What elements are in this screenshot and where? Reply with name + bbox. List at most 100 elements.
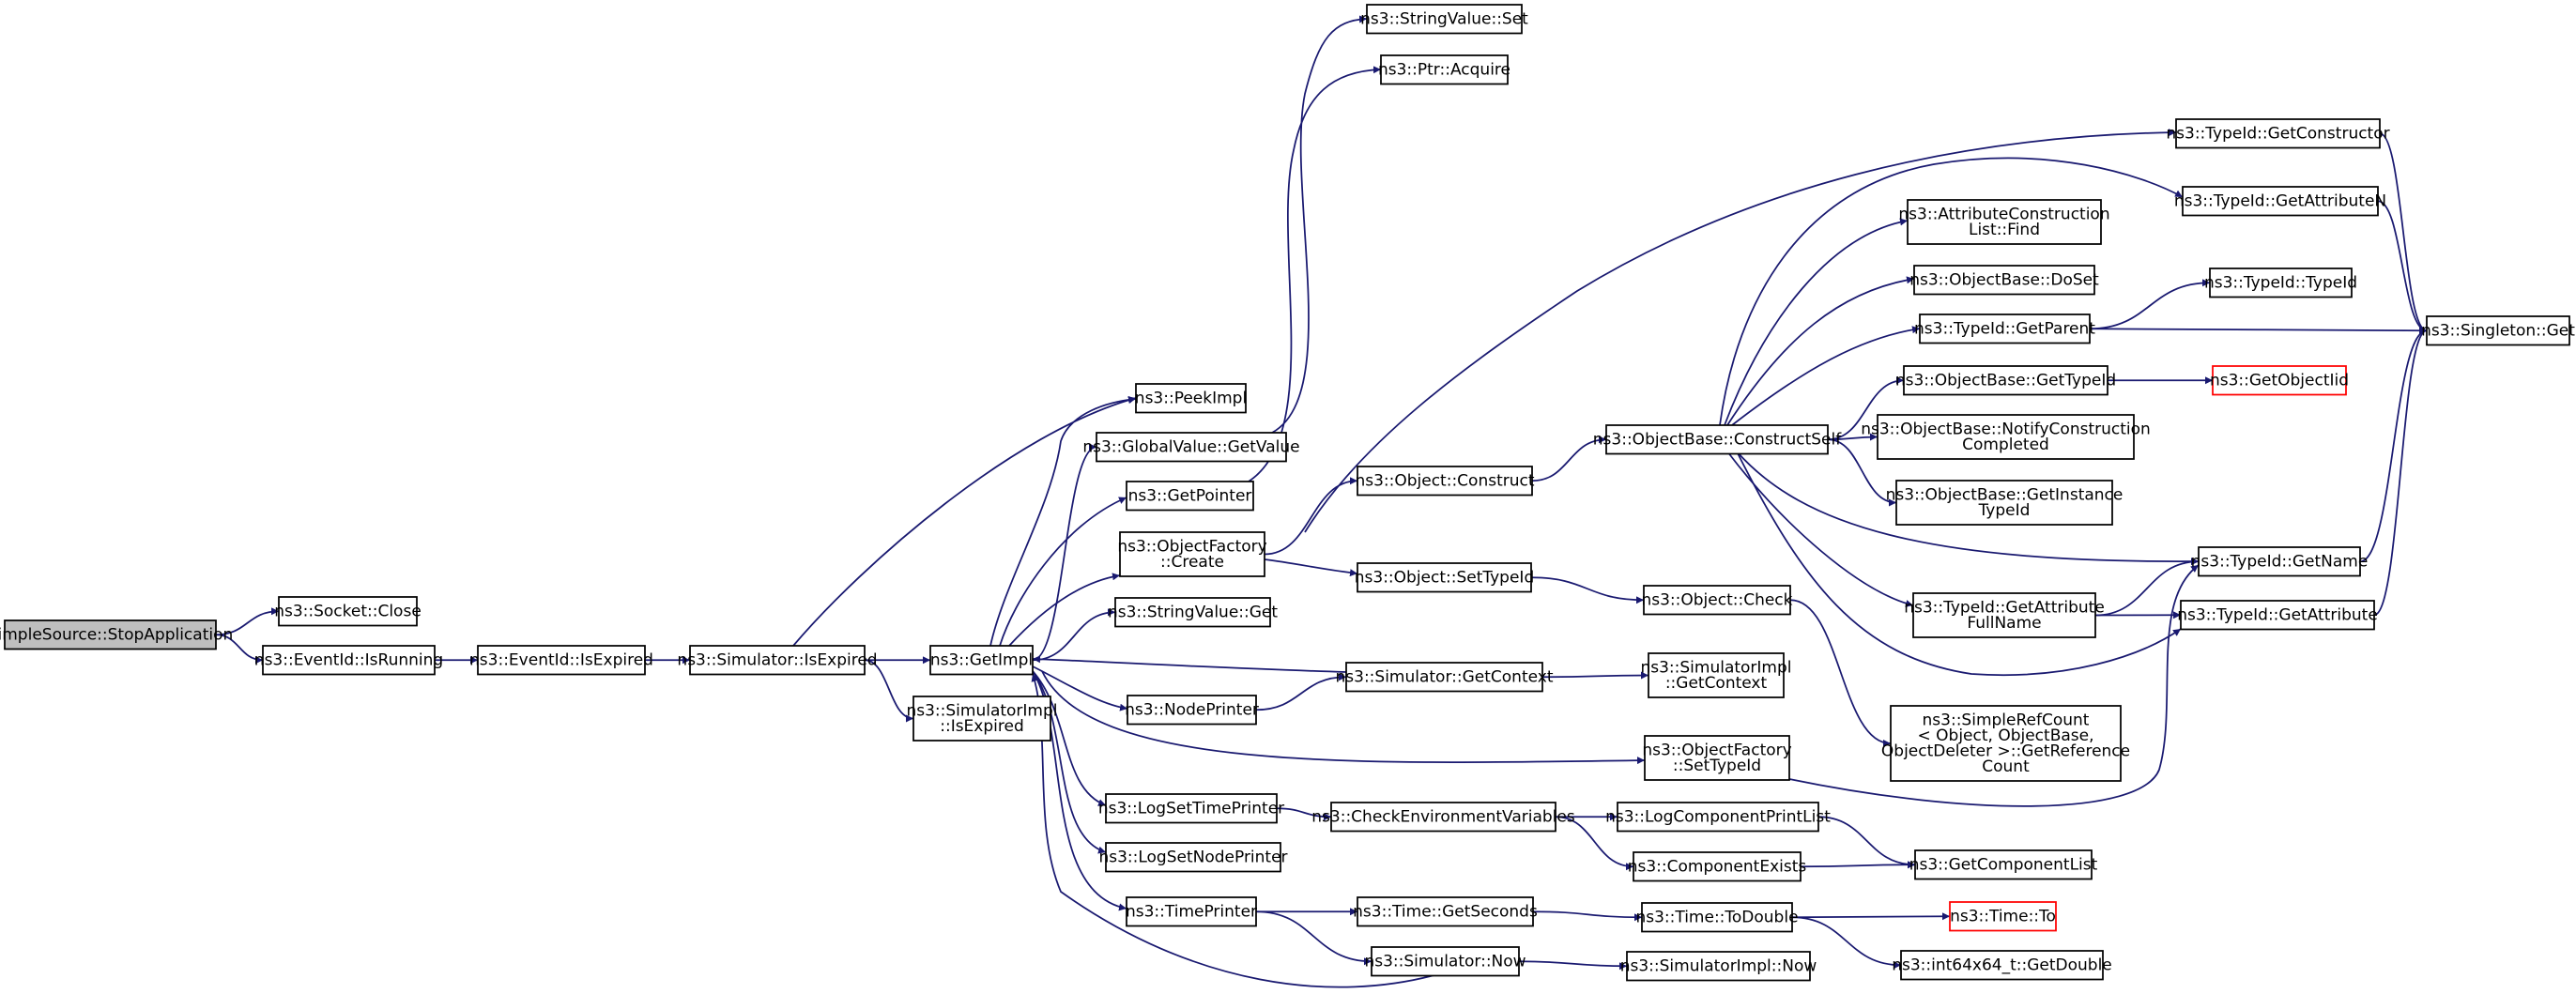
call-edge-sim_isexpired-to-peekimpl xyxy=(792,396,1137,647)
function-node-simplerefcount[interactable]: ns3::SimpleRefCount< Object, ObjectBase,… xyxy=(1881,705,2130,782)
node-box xyxy=(1644,735,1790,781)
node-box xyxy=(1127,695,1257,726)
function-node-ptr-acquire[interactable]: ns3::Ptr::Acquire xyxy=(1378,54,1510,85)
call-edge-objbase_constructself-to-typeid_getparent xyxy=(1731,326,1921,426)
function-node-timeprinter[interactable]: ns3::TimePrinter xyxy=(1126,896,1257,927)
function-node-objbase-notify[interactable]: ns3::ObjectBase::NotifyConstructionCompl… xyxy=(1861,414,2151,460)
call-edge-sim_now-to-getimpl xyxy=(1031,673,1442,988)
function-node-nodeprinter[interactable]: ns3::NodePrinter xyxy=(1125,695,1259,726)
call-edge-objfactory_settypeid-to-typeid_getname xyxy=(1788,564,2200,807)
function-node-logcomponentprintlist[interactable]: ns3::LogComponentPrintList xyxy=(1605,802,1831,833)
function-node-getpointer[interactable]: ns3::GetPointer xyxy=(1126,481,1254,512)
function-node-stringvalue-set[interactable]: ns3::StringValue::Set xyxy=(1360,4,1528,35)
node-box xyxy=(689,645,866,676)
node-label-line: ns3::GetImpl xyxy=(930,651,1033,670)
node-box xyxy=(1096,432,1287,463)
call-edge-objbase_constructself-to-attrconstructionlist_find xyxy=(1724,218,1909,426)
function-node-object-check[interactable]: ns3::Object::Check xyxy=(1641,585,1793,616)
call-edge-objbase_constructself-to-typeid_getname xyxy=(1736,451,2200,566)
node-box xyxy=(1605,424,1829,455)
function-node-simimpl-getcontext[interactable]: ns3::SimulatorImpl::GetContext xyxy=(1640,652,1792,698)
function-node-time-to[interactable]: ns3::Time::To xyxy=(1949,901,2057,932)
call-edge-objbase_constructself-to-objbase_doset xyxy=(1726,276,1915,426)
function-node-eid-isexpired[interactable]: ns3::EventId::IsExpired xyxy=(469,645,653,676)
node-label-line: ns3::ObjectBase::DoSet xyxy=(1909,271,2099,290)
function-node-close[interactable]: ns3::Socket::Close xyxy=(274,596,422,627)
function-node-time-getseconds[interactable]: ns3::Time::GetSeconds xyxy=(1353,896,1538,927)
node-label-line: ns3::Socket::Close xyxy=(274,603,422,621)
node-label-line: ns3::Ptr::Acquire xyxy=(1378,61,1510,80)
function-node-singleton-get[interactable]: ns3::Singleton::Get xyxy=(2421,315,2575,346)
node-box xyxy=(1890,705,2122,782)
node-box xyxy=(1912,592,2096,638)
call-edge-objfactory_create-to-typeid_getconstructor xyxy=(1304,129,2177,533)
function-node-checkenv[interactable]: ns3::CheckEnvironmentVariables xyxy=(1311,802,1575,833)
function-node-getimpl[interactable]: ns3::GetImpl xyxy=(929,645,1034,676)
function-node-typeid-getconstructor[interactable]: ns3::TypeId::GetConstructor xyxy=(2166,118,2390,149)
function-node-sim-isexpired[interactable]: ns3::Simulator::IsExpired xyxy=(677,645,878,676)
function-node-simimpl-now[interactable]: ns3::SimulatorImpl::Now xyxy=(1620,951,1817,982)
node-box xyxy=(1126,896,1257,927)
function-node-peekimpl[interactable]: ns3::PeekImpl xyxy=(1135,383,1247,414)
function-node-objbase-constructself[interactable]: ns3::ObjectBase::ConstructSelf xyxy=(1593,424,1842,455)
function-node-objbase-gettypeid[interactable]: ns3::ObjectBase::GetTypeId xyxy=(1895,365,2116,396)
function-node-typeid-getattribute[interactable]: ns3::TypeId::GetAttribute xyxy=(2177,600,2378,631)
function-node-componentexists[interactable]: ns3::ComponentExists xyxy=(1628,851,1807,882)
node-box xyxy=(1114,597,1271,628)
node-label-line: ns3::int64x64_t::GetDouble xyxy=(1892,956,2112,975)
function-node-getobjectiid[interactable]: ns3::GetObjectIid xyxy=(2210,365,2349,396)
function-node-object-construct[interactable]: ns3::Object::Construct xyxy=(1355,466,1535,497)
node-label-line: ::IsExpired xyxy=(940,717,1024,736)
function-node-typeid-typeid[interactable]: ns3::TypeId::TypeId xyxy=(2204,268,2357,298)
call-edge-getimpl-to-nodeprinter xyxy=(1032,665,1128,711)
call-edge-logsettimeprinter-to-checkenv xyxy=(1276,807,1332,821)
function-node-getcomponentlist[interactable]: ns3::GetComponentList xyxy=(1909,849,2098,880)
node-label-line: ns3::EventId::IsExpired xyxy=(469,651,653,670)
node-box xyxy=(1949,901,2057,932)
function-node-simimpl-isexpired[interactable]: ns3::SimulatorImpl::IsExpired xyxy=(906,696,1058,742)
call-edge-nodeprinter-to-sim_getcontext xyxy=(1255,673,1347,711)
call-edge-globalvalue_getvalue-to-stringvalue_set xyxy=(1271,15,1368,434)
node-label-line: ns3::Time::GetSeconds xyxy=(1353,903,1538,922)
function-node-sim-getcontext[interactable]: ns3::Simulator::GetContext xyxy=(1336,662,1554,693)
node-label-line: ns3::ObjectBase::GetInstance xyxy=(1886,486,2124,505)
node-label-line: ns3::PeekImpl xyxy=(1135,390,1247,408)
node-box xyxy=(2182,186,2379,217)
node-label-line: ns3::GlobalValue::GetValue xyxy=(1082,438,1299,457)
call-edge-logcomponentprintlist-to-getcomponentlist xyxy=(1817,816,1916,869)
node-box xyxy=(2175,118,2381,149)
function-node-typeid-getparent[interactable]: ns3::TypeId::GetParent xyxy=(1914,313,2095,344)
node-box xyxy=(1907,199,2102,245)
function-node-objbase-doset[interactable]: ns3::ObjectBase::DoSet xyxy=(1909,265,2099,296)
function-node-logsettimeprinter[interactable]: ns3::LogSetTimePrinter xyxy=(1098,793,1284,824)
call-edge-stop-to-isrunning xyxy=(215,634,264,665)
node-label-line: ns3::ComponentExists xyxy=(1628,858,1807,877)
function-node-time-todouble[interactable]: ns3::Time::ToDouble xyxy=(1635,902,1799,933)
call-edge-stop-to-close xyxy=(215,607,280,636)
function-node-typeid-getattributen[interactable]: ns3::TypeId::GetAttributeN xyxy=(2174,186,2386,217)
function-node-stop[interactable]: SimpleSource::StopApplication xyxy=(0,619,233,650)
call-edge-typeid_getattributefullname-to-typeid_getname xyxy=(2094,558,2200,617)
function-node-typeid-getname[interactable]: ns3::TypeId::GetName xyxy=(2191,546,2369,577)
function-nodes: SimpleSource::StopApplication ns3::Socket… xyxy=(0,4,2575,982)
function-node-objfactory-settypeid[interactable]: ns3::ObjectFactory::SetTypeId xyxy=(1642,735,1792,781)
function-node-globalvalue-getvalue[interactable]: ns3::GlobalValue::GetValue xyxy=(1082,432,1300,463)
function-node-object-settypeid[interactable]: ns3::Object::SetTypeId xyxy=(1355,562,1535,593)
call-edge-sim_getcontext-to-getimpl xyxy=(1032,655,1347,673)
call-edge-object_construct-to-objbase_constructself xyxy=(1531,436,1607,482)
node-box xyxy=(1345,662,1543,693)
function-node-logsetnodeprinter[interactable]: ns3::LogSetNodePrinter xyxy=(1098,842,1288,873)
function-node-objfactory-create[interactable]: ns3::ObjectFactory::Create xyxy=(1117,531,1267,577)
function-node-isrunning[interactable]: ns3::EventId::IsRunning xyxy=(254,645,443,676)
node-label-line: ns3::Simulator::GetContext xyxy=(1336,668,1554,687)
function-node-sim-now[interactable]: ns3::Simulator::Now xyxy=(1364,946,1526,977)
node-label-line: ns3::TypeId::GetAttribute xyxy=(2177,606,2378,625)
function-node-int64x64[interactable]: ns3::int64x64_t::GetDouble xyxy=(1892,950,2112,981)
call-edge-componentexists-to-getcomponentlist xyxy=(1800,861,1916,869)
node-box xyxy=(1903,365,2108,396)
function-node-stringvalue-get[interactable]: ns3::StringValue::Get xyxy=(1108,597,1278,628)
